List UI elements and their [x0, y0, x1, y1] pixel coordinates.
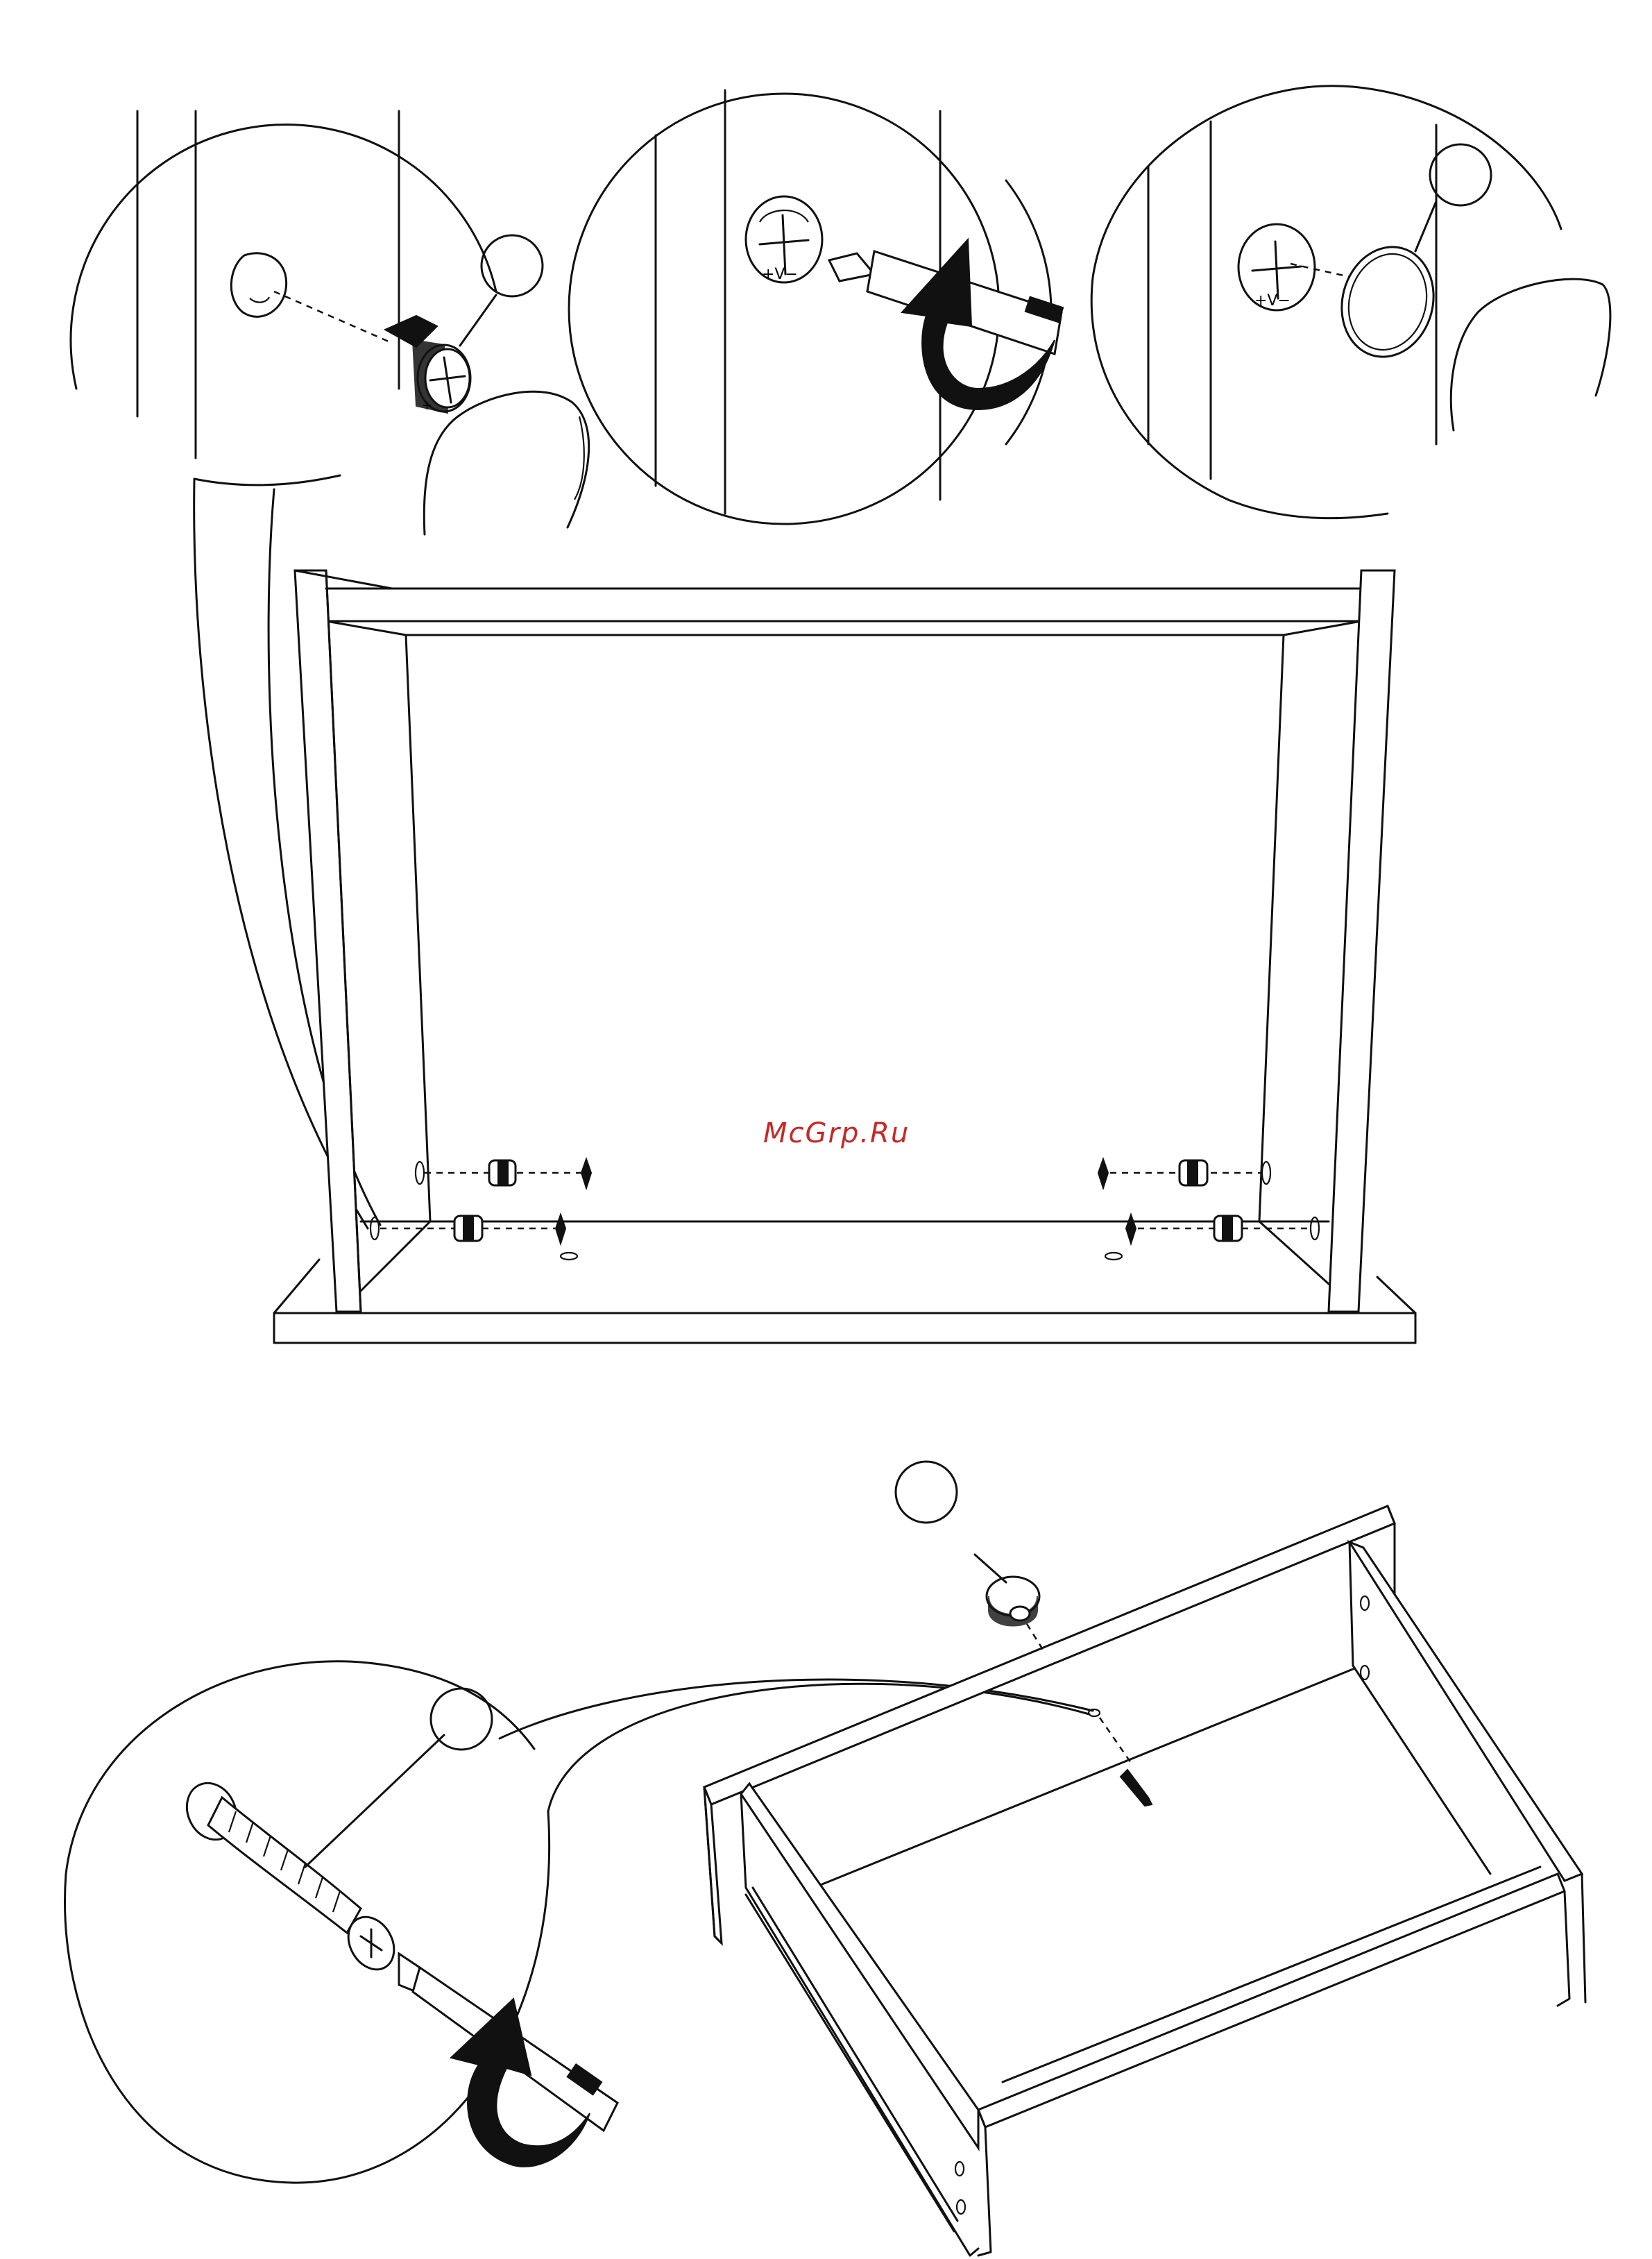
detail-circle-cam-insert: + [71, 111, 589, 534]
finger-icon [1451, 279, 1610, 430]
screw-icon [1121, 1770, 1152, 1806]
knob-icon [987, 1577, 1039, 1626]
drawer-box [704, 1462, 1585, 2256]
cover-cap-icon [1330, 237, 1446, 367]
callout-bubble [482, 235, 543, 296]
callout-bubble [431, 1689, 492, 1750]
svg-text:+: + [422, 398, 432, 413]
finger-icon [424, 391, 588, 534]
cabinet-frame [274, 570, 1415, 1343]
detail-circle-cam-tighten: +V− [569, 83, 1228, 527]
cam-lock-icon: + [385, 316, 470, 413]
callout-bubble [896, 1462, 957, 1523]
cam-lock-icon [1214, 1216, 1242, 1241]
detail-circle-knob-screw [65, 1661, 1093, 2183]
svg-text:+V−: +V− [1254, 292, 1291, 310]
cam-lock-icon: +V− [746, 196, 822, 283]
watermark: McGrp.Ru [763, 1117, 910, 1149]
callout-bubble [1430, 144, 1491, 205]
cam-lock-icon [1180, 1160, 1207, 1185]
svg-text:+V−: +V− [762, 266, 798, 283]
cam-lock-icon [454, 1216, 482, 1241]
cam-lock-icon [489, 1160, 516, 1185]
